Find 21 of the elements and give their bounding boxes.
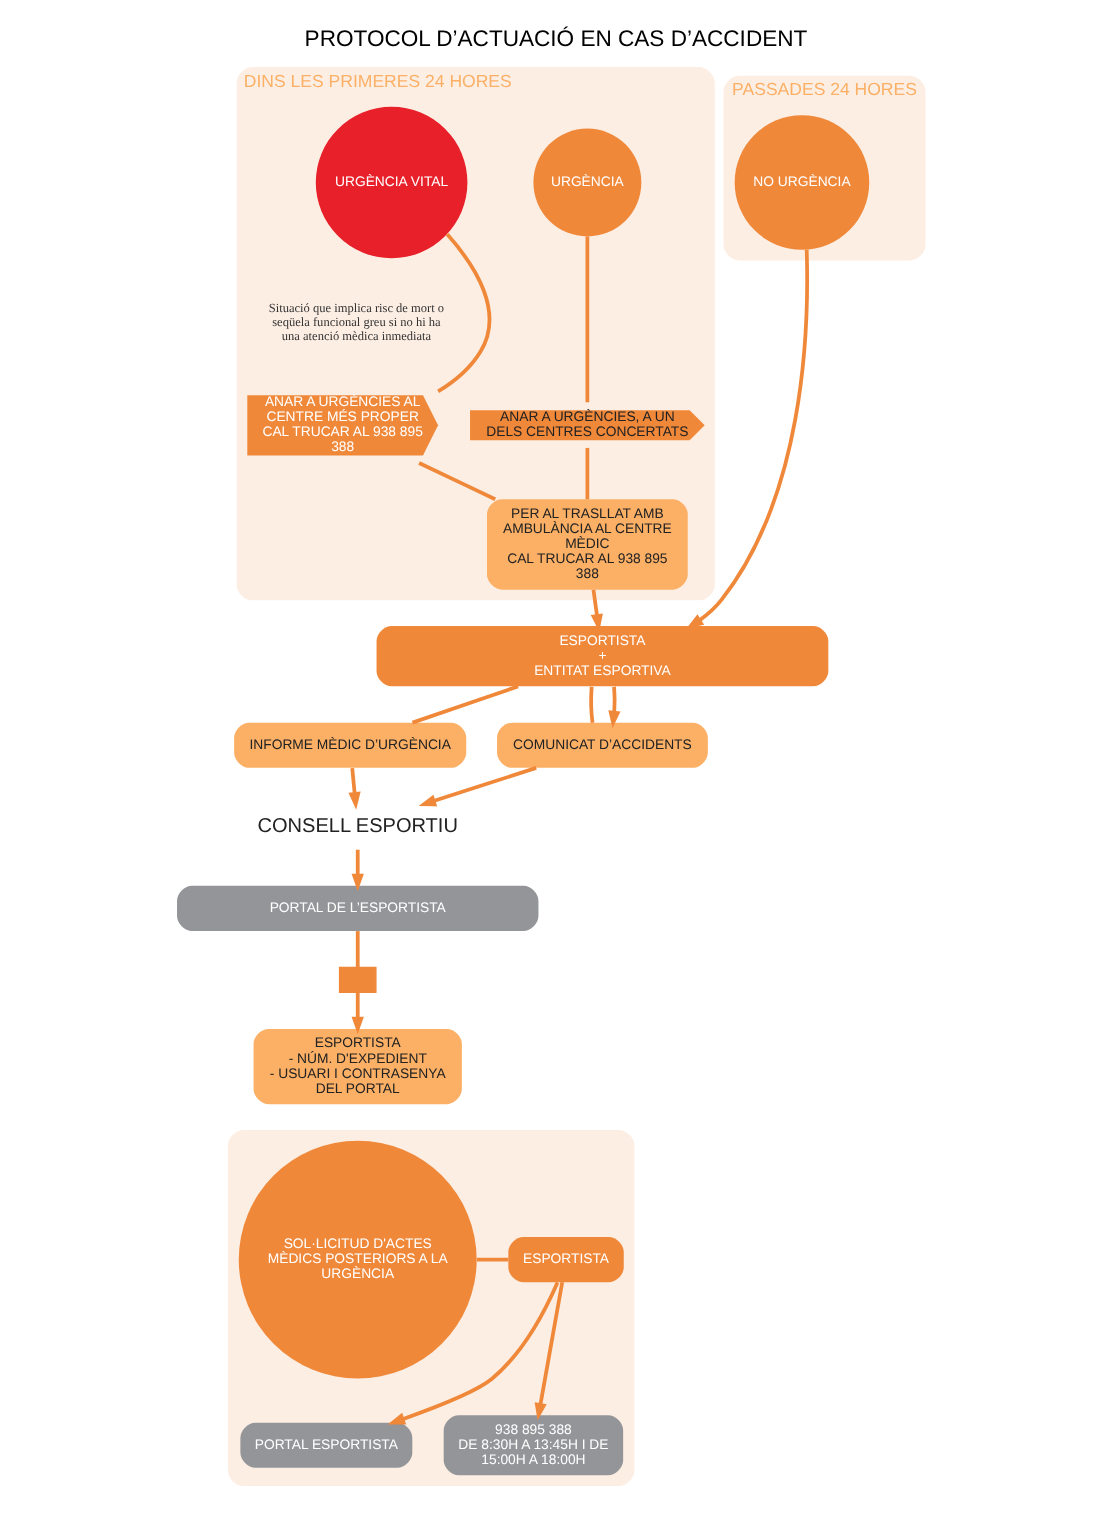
connector xyxy=(589,686,595,723)
arrow xyxy=(387,1281,560,1425)
node-envelope xyxy=(338,966,377,994)
arrow xyxy=(418,766,537,807)
connector xyxy=(585,447,590,500)
arrow xyxy=(534,1281,565,1421)
connector xyxy=(411,684,519,725)
connector xyxy=(585,236,590,403)
connector xyxy=(418,461,496,501)
arrow xyxy=(608,686,621,729)
connector xyxy=(437,233,492,393)
node-text: CONSELL ESPORTIU xyxy=(257,815,458,838)
cluster xyxy=(227,1129,635,1487)
arrow xyxy=(686,249,809,630)
arrow xyxy=(590,589,603,632)
diagram-title: PROTOCOL D’ACTUACIÓ EN CAS D’ACCIDENT xyxy=(304,27,808,52)
connector xyxy=(355,931,360,968)
arrow xyxy=(351,992,364,1035)
connector xyxy=(476,1257,509,1262)
arrow xyxy=(351,849,364,892)
arrow xyxy=(348,767,361,810)
